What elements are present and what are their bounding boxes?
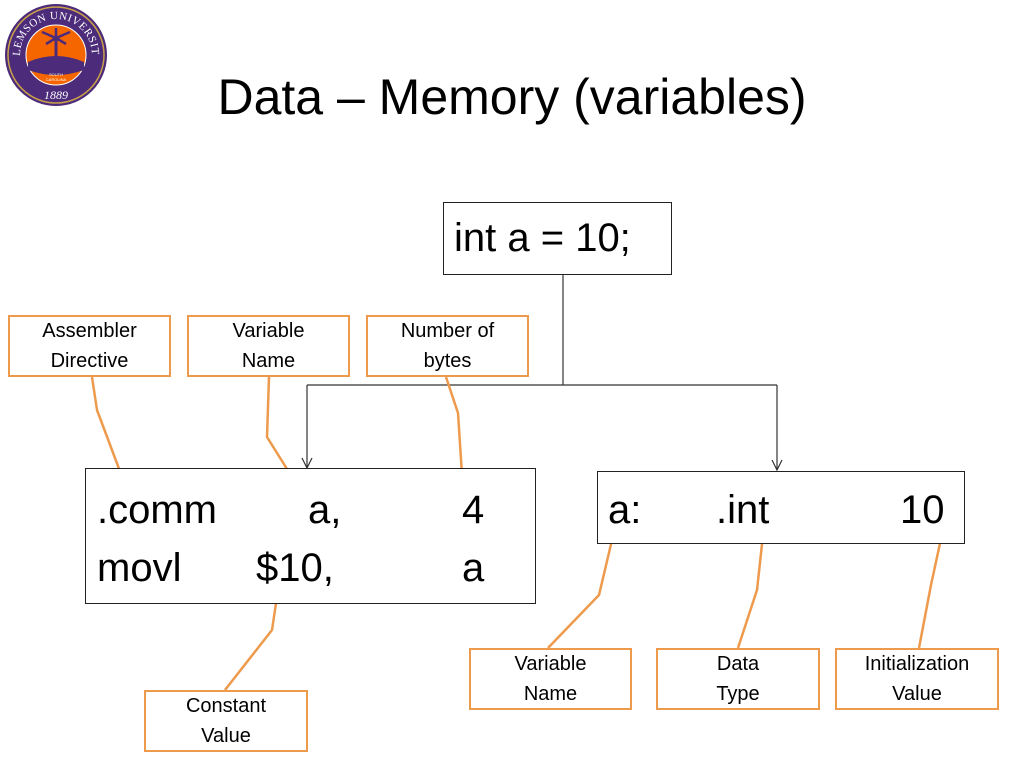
asm-byte-count: 4 [462,488,485,532]
callout-line: Number of [400,320,495,342]
leader-initialization-value [917,533,944,649]
assembly-left-box: .comm a, 4 movl $10, a [85,468,536,604]
callout-line: bytes [423,350,472,372]
leader-number-of-bytes [444,376,465,491]
leader-variable-name-bottom [547,539,614,649]
callout-line: Variable [514,653,587,675]
asm-data-type: .int [716,488,770,532]
asm-instruction: movl [97,546,182,590]
callout-line: Variable [232,320,305,342]
callout-line: Data [716,653,760,675]
callout-assembler-directive: Assembler Directive [8,315,171,377]
source-code-text: int a = 10; [454,216,631,260]
source-code-box: int a = 10; [443,202,672,275]
tree-connector [307,275,777,470]
callout-data-type: Data Type [656,648,820,710]
callout-line: Value [201,725,251,747]
callout-line: Value [892,683,942,705]
asm-directive: .comm [97,488,217,532]
asm-operand: a [462,546,485,590]
asm-variable-name: a, [308,488,342,532]
leader-data-type [736,534,765,649]
leader-constant-value [224,589,280,691]
callout-line: Constant [185,695,267,717]
leader-assembler-directive [90,376,129,491]
callout-line: Directive [50,350,129,372]
callout-constant-value: Constant Value [144,690,308,752]
callout-line: Type [716,683,760,705]
logo-inner-text-1: SOUTH [49,72,63,77]
clemson-logo: CLEMSON UNIVERSITY SOUTH CAROLINA 1889 [0,0,110,108]
callout-initialization-value: Initialization Value [835,648,999,710]
callout-line: Assembler [42,320,137,342]
callout-line: Name [523,683,578,705]
callout-line: Name [241,350,296,372]
callout-variable-name-bottom: Variable Name [469,648,632,710]
asm-init-value: 10 [900,488,945,532]
logo-inner-text-2: CAROLINA [46,77,67,82]
slide-title: Data – Memory (variables) [217,69,807,125]
assembly-right-box: a: .int 10 [597,471,965,544]
callout-number-of-bytes: Number of bytes [366,315,529,377]
logo-year: 1889 [44,88,68,102]
asm-label: a: [608,488,642,532]
callout-variable-name-top: Variable Name [187,315,350,377]
callout-line: Initialization [864,653,970,675]
asm-constant: $10, [256,546,334,590]
